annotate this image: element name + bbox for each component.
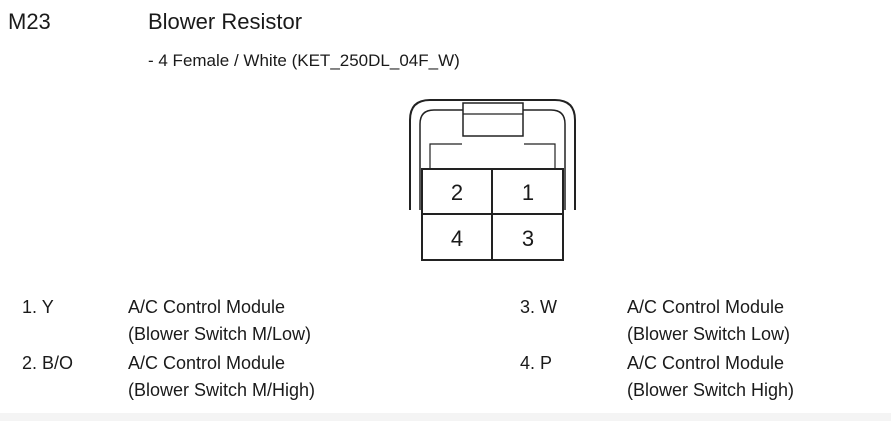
pinout-desc-2: A/C Control Module (Blower Switch M/High…	[128, 350, 315, 404]
connector-name: Blower Resistor	[148, 9, 303, 34]
pin-description-detail: (Blower Switch M/High)	[128, 380, 316, 400]
pin-number-4: 4	[451, 226, 463, 251]
pin-label: 3. W	[520, 297, 558, 317]
pin-number-1: 1	[522, 180, 534, 205]
connector-spec: - 4 Female / White (KET_250DL_04F_W)	[148, 51, 460, 70]
pin-label: 4. P	[520, 353, 553, 373]
connector-housing-outer	[409, 99, 576, 210]
pin-description-detail: (Blower Switch Low)	[627, 324, 791, 344]
pin-label: 2. B/O	[22, 353, 74, 373]
connector-code: M23	[8, 9, 51, 34]
pin-label: 1. Y	[22, 297, 54, 317]
pinout-row-1: 1. Y	[22, 294, 54, 321]
pin-description: A/C Control Module	[128, 297, 286, 317]
pinout-row-3: 3. W	[520, 294, 557, 321]
pinout-row-4: 4. P	[520, 350, 552, 377]
footer-strip	[0, 413, 891, 421]
pinout-row-2: 2. B/O	[22, 350, 73, 377]
pin-description: A/C Control Module	[128, 353, 286, 373]
pinout-desc-3: A/C Control Module (Blower Switch Low)	[627, 294, 790, 348]
pin-number-2: 2	[451, 180, 463, 205]
pin-description: A/C Control Module	[627, 353, 785, 373]
connector-latch	[462, 102, 524, 137]
connector-diagram: 2 1 4 3	[409, 99, 576, 261]
pin-description-detail: (Blower Switch M/Low)	[128, 324, 312, 344]
pin-number-3: 3	[522, 226, 534, 251]
pin-description: A/C Control Module	[627, 297, 785, 317]
pinout-desc-4: A/C Control Module (Blower Switch High)	[627, 350, 794, 404]
pin-description-detail: (Blower Switch High)	[627, 380, 795, 400]
pinout-desc-1: A/C Control Module (Blower Switch M/Low)	[128, 294, 311, 348]
